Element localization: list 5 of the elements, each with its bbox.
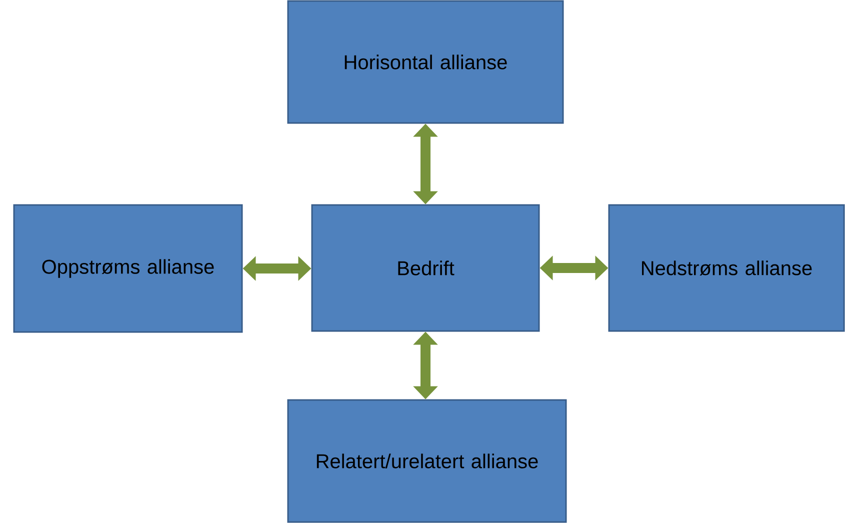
- alliance-box: Horisontal allianse: [287, 0, 564, 124]
- alliance-box: Relatert/urelatert allianse: [287, 399, 567, 523]
- alliance-box: Nedstrøms allianse: [608, 204, 845, 332]
- alliance-box: Bedrift: [311, 204, 540, 332]
- alliance-box: Oppstrøms allianse: [13, 204, 243, 333]
